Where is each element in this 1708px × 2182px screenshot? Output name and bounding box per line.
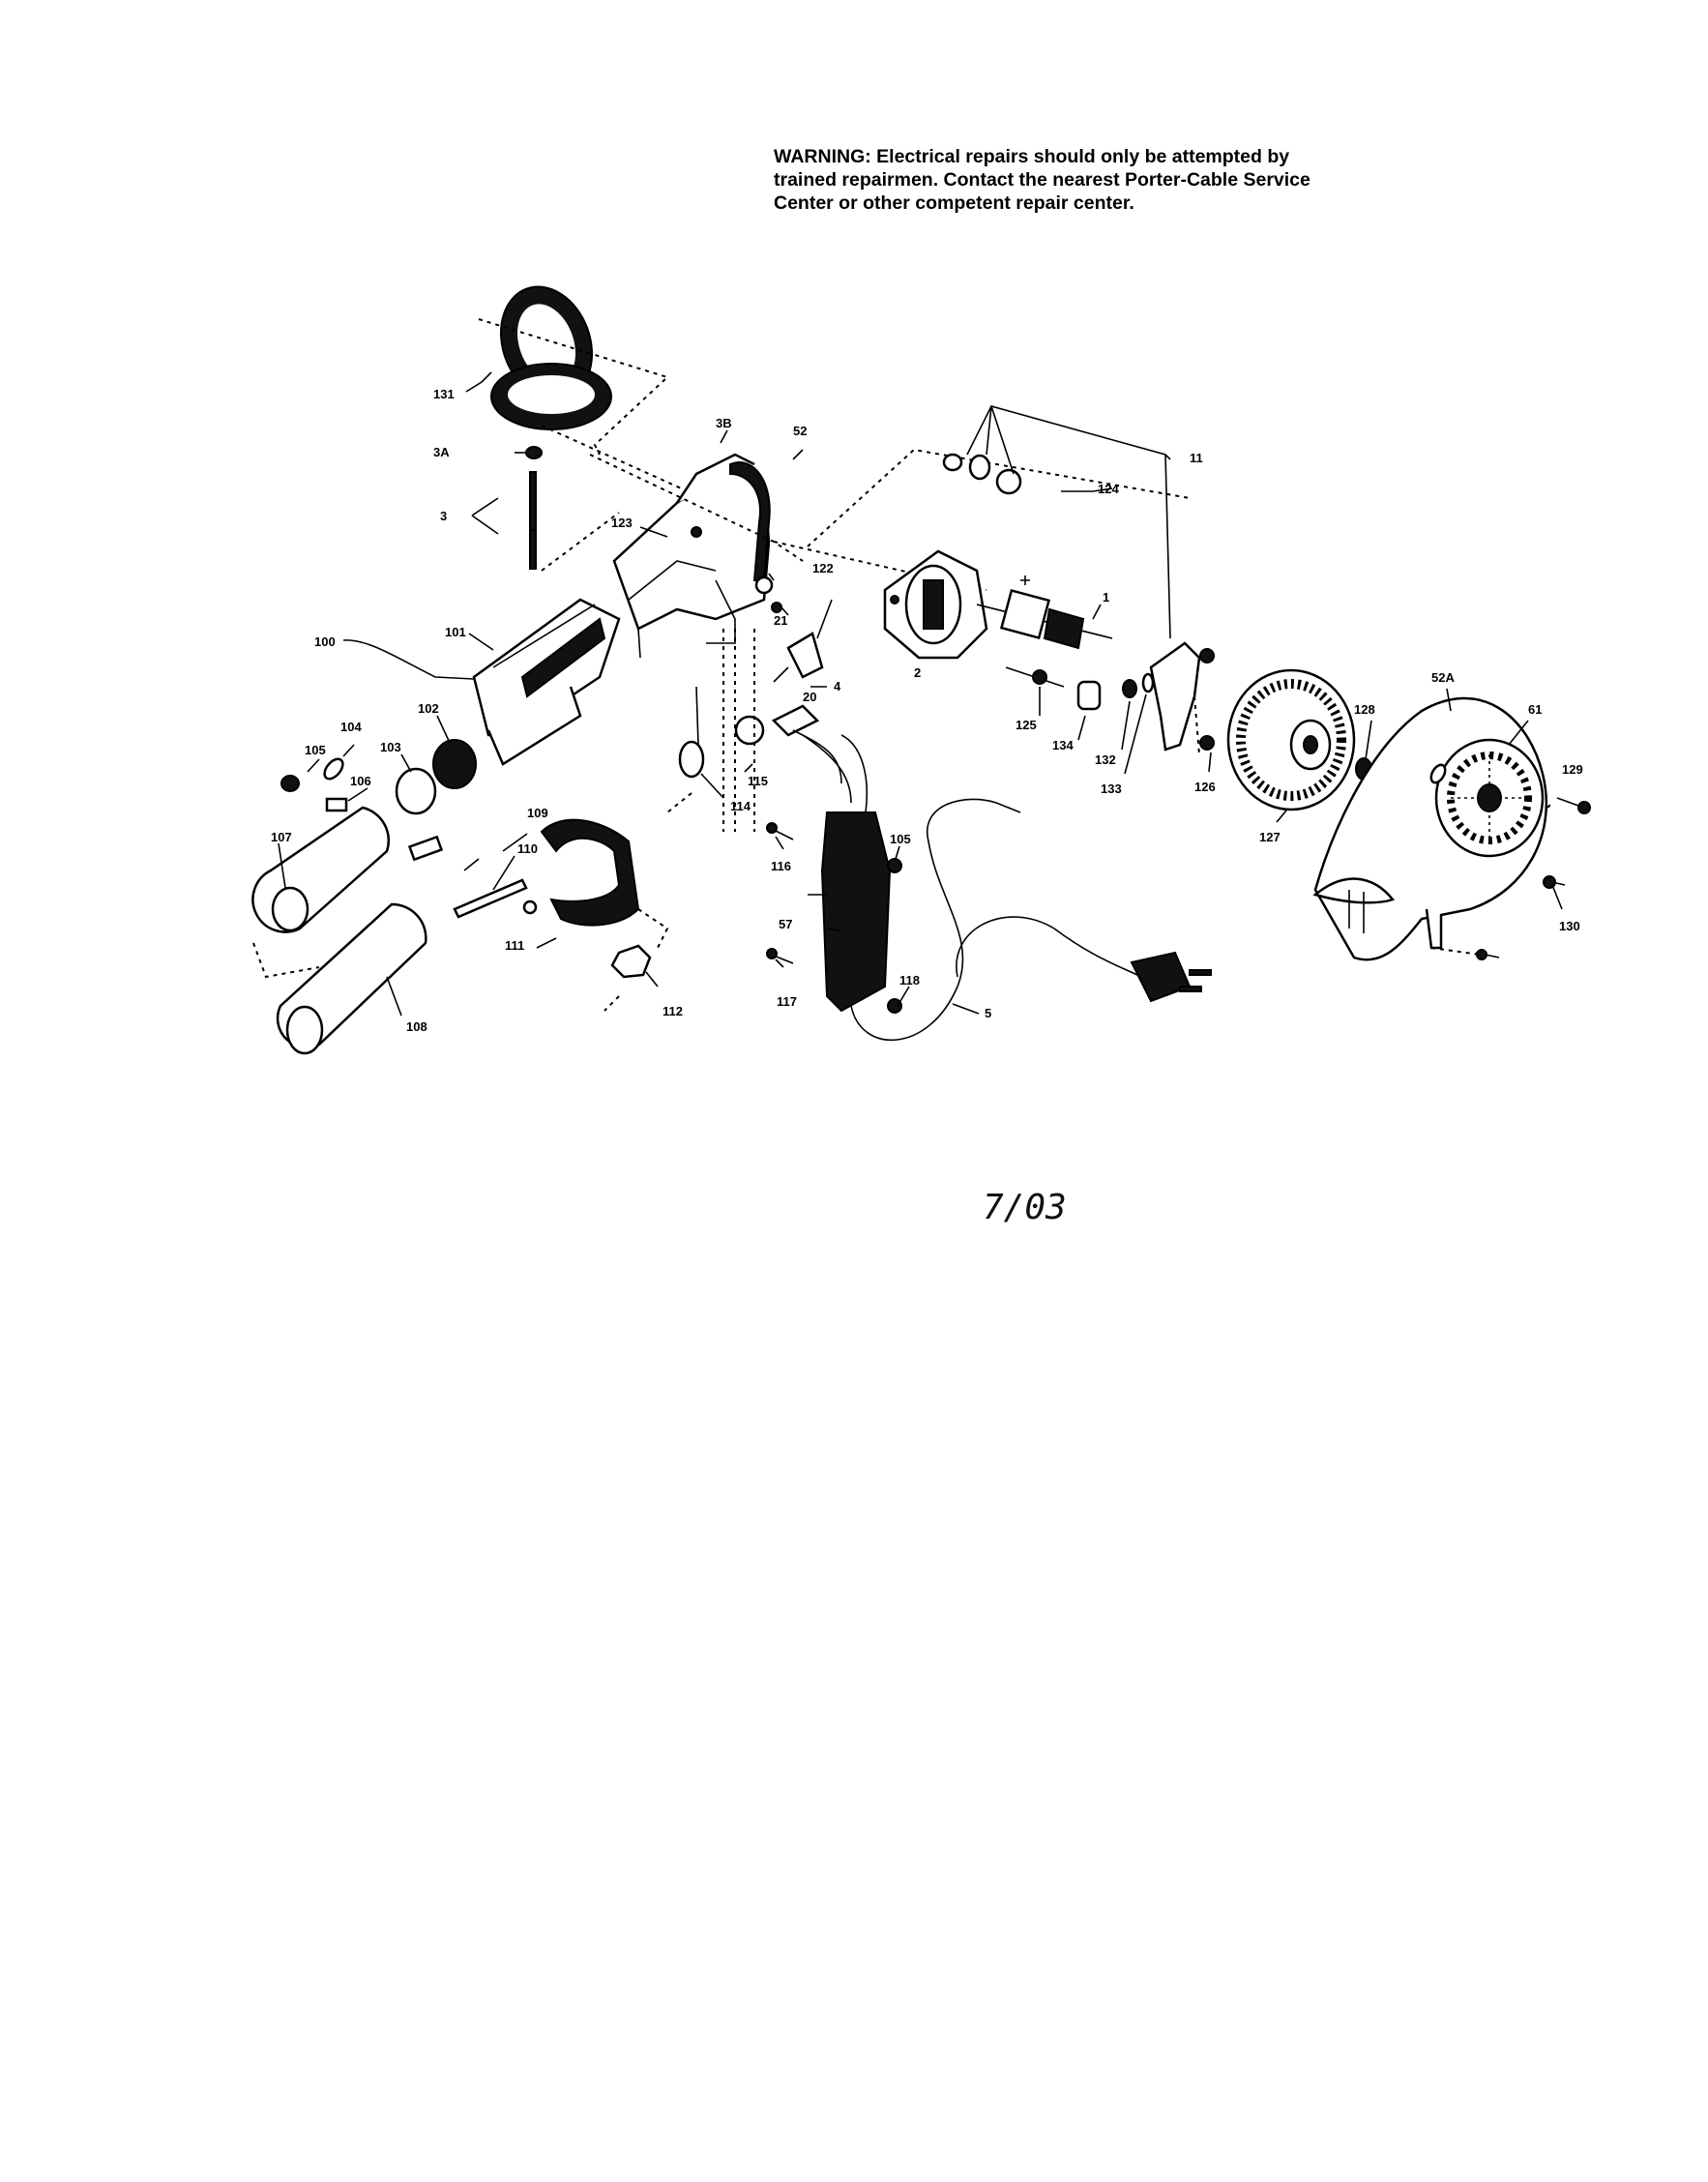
callout-118: 118 — [899, 973, 920, 988]
nozzle-parts — [251, 806, 427, 1055]
callout-105-lower: 105 — [890, 832, 911, 846]
wires-part — [792, 729, 869, 813]
callout-52a: 52A — [1431, 670, 1455, 685]
strain-relief-part — [820, 811, 892, 1013]
callout-106: 106 — [350, 774, 371, 788]
callout-109: 109 — [527, 806, 548, 820]
callout-11: 11 — [1190, 451, 1203, 465]
date-stamp: 7/03 — [983, 1188, 1067, 1227]
callout-132: 132 — [1095, 752, 1116, 767]
callout-124: 124 — [1098, 482, 1119, 496]
heating-element-part — [472, 598, 621, 766]
callout-129: 129 — [1562, 762, 1583, 777]
screw-parts — [525, 446, 543, 570]
callout-116: 116 — [771, 859, 791, 873]
callout-3b: 3B — [716, 416, 732, 430]
ring-terminal-parts — [678, 686, 765, 779]
callout-52: 52 — [793, 424, 807, 438]
callout-126: 126 — [1194, 780, 1216, 794]
callout-57: 57 — [779, 917, 792, 931]
callout-133: 133 — [1101, 781, 1122, 796]
callout-20: 20 — [803, 690, 816, 704]
housing-part — [612, 453, 771, 644]
warning-note: WARNING: Electrical repairs should only … — [774, 145, 1412, 215]
clamp-part — [540, 818, 640, 927]
bolt-parts — [407, 835, 538, 919]
stand-part — [490, 285, 612, 430]
callout-3a: 3A — [433, 445, 450, 459]
power-cord-part — [850, 798, 1212, 1042]
callout-128: 128 — [1354, 702, 1375, 717]
rear-screws-parts — [1475, 797, 1591, 960]
callout-105: 105 — [305, 743, 326, 757]
callout-130: 130 — [1559, 919, 1580, 933]
callout-100: 100 — [314, 634, 336, 649]
small-hardware-parts — [280, 757, 348, 812]
callout-61: 61 — [1528, 702, 1542, 717]
callout-1: 1 — [1103, 590, 1109, 604]
callout-21: 21 — [774, 613, 787, 628]
brush-hardware-parts — [942, 453, 1093, 495]
bearing-parts — [1005, 666, 1155, 711]
disc-parts — [395, 739, 477, 815]
callout-131: 131 — [433, 387, 455, 401]
callout-123: 123 — [611, 516, 633, 530]
bracket-part — [1149, 641, 1215, 752]
callout-3: 3 — [440, 509, 447, 523]
callout-102: 102 — [418, 701, 439, 716]
callout-134: 134 — [1052, 738, 1074, 752]
callout-4: 4 — [834, 679, 841, 693]
leader-lines — [278, 371, 1563, 1017]
callout-labels: 131 3A 3 3B 52 123 122 21 20 4 100 101 1… — [271, 387, 1583, 1034]
callout-101: 101 — [445, 625, 466, 639]
callout-114: 114 — [730, 799, 751, 813]
callout-127: 127 — [1259, 830, 1281, 844]
nut-part — [610, 944, 652, 979]
callout-108: 108 — [406, 1019, 427, 1034]
switch-part — [754, 575, 833, 737]
callout-103: 103 — [380, 740, 401, 754]
warning-line-1: WARNING: Electrical repairs should only … — [774, 146, 1290, 167]
callout-117: 117 — [777, 994, 797, 1009]
screw-parts-lower — [766, 822, 902, 1014]
callout-112: 112 — [663, 1004, 683, 1018]
callout-5: 5 — [985, 1006, 991, 1020]
callout-107: 107 — [271, 830, 292, 844]
callout-122: 122 — [812, 561, 834, 575]
callout-111: 111 — [505, 938, 524, 953]
armature-part — [976, 575, 1113, 650]
callout-125: 125 — [1016, 718, 1037, 732]
callout-2: 2 — [914, 665, 921, 680]
callout-110: 110 — [517, 841, 538, 856]
rear-housing-part — [1312, 696, 1547, 961]
fan-part — [1226, 668, 1356, 811]
callout-104: 104 — [340, 720, 362, 734]
motor-housing-part — [883, 549, 988, 660]
warning-line-2: trained repairmen. Contact the nearest P… — [774, 169, 1310, 191]
callout-115: 115 — [748, 774, 768, 788]
warning-line-3: Center or other competent repair center. — [774, 192, 1134, 214]
